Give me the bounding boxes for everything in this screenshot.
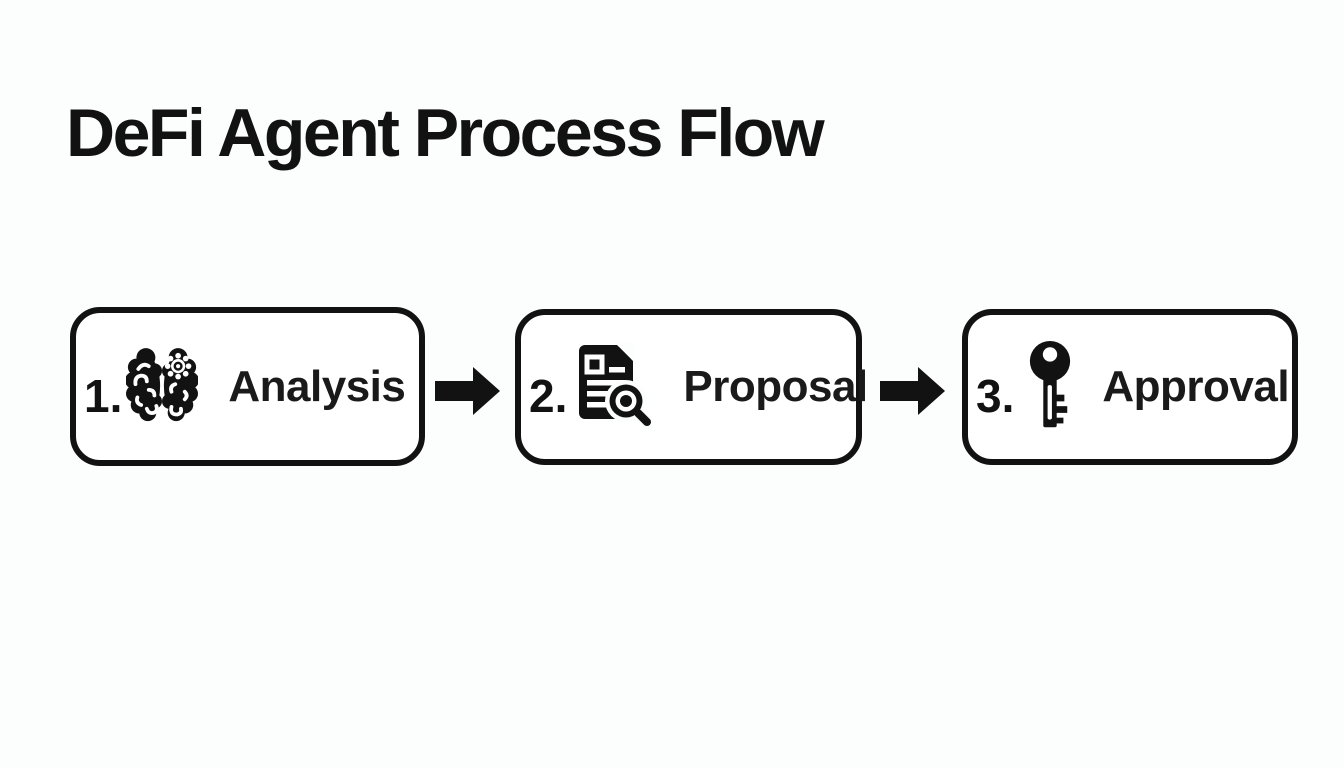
step-box-analysis: 1.: [70, 307, 425, 466]
step-number: 1.: [84, 369, 123, 422]
arrow-right-icon: [435, 367, 500, 415]
key-icon: [1028, 341, 1072, 433]
step-number: 2.: [529, 370, 568, 422]
arrow-right-icon: [880, 367, 945, 415]
page-title: DeFi Agent Process Flow: [66, 95, 825, 171]
step-label: Approval: [1102, 362, 1290, 411]
step-box-proposal: 2.: [515, 309, 868, 465]
document-search-icon: [571, 343, 654, 431]
brain-icon: [126, 345, 199, 429]
step-label: Analysis: [228, 361, 406, 411]
step-number: 3.: [976, 370, 1015, 422]
step-box-approval: 3. Approval: [962, 309, 1298, 465]
step-label: Proposal: [683, 362, 868, 411]
